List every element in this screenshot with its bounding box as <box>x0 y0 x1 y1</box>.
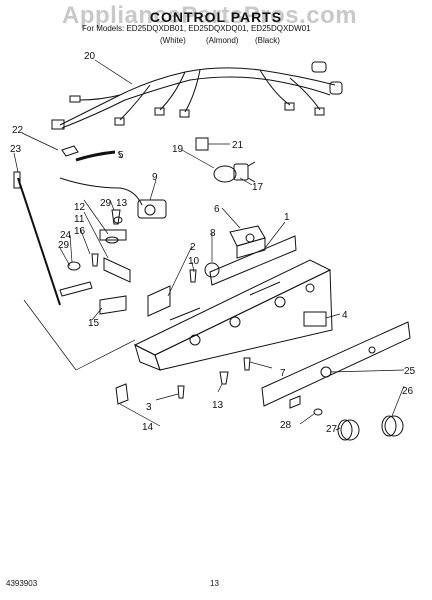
callout-1: 1 <box>284 212 290 223</box>
control-box <box>229 225 266 259</box>
switch-part-4 <box>303 311 327 327</box>
callout-25: 25 <box>404 366 416 377</box>
color-white: (White) <box>160 36 186 45</box>
callout-20: 20 <box>84 51 96 62</box>
leader-lines <box>13 59 405 431</box>
screw-part-13 <box>113 216 123 224</box>
callout-4: 4 <box>342 310 348 321</box>
callout-27: 27 <box>326 424 338 435</box>
callout-8: 8 <box>210 228 216 239</box>
knobs <box>313 408 404 441</box>
clip-part-14 <box>115 383 129 405</box>
callout-7: 7 <box>280 368 286 379</box>
callout-14: 14 <box>142 422 154 433</box>
damper-linkage <box>59 229 131 315</box>
callout-13-lower: 13 <box>212 400 224 411</box>
tube-part-5 <box>75 150 116 162</box>
callout-28: 28 <box>280 420 292 431</box>
light-bulb <box>213 161 256 183</box>
callout-12: 12 <box>74 202 86 213</box>
callout-19: 19 <box>172 144 184 155</box>
wiring-harness <box>51 61 343 130</box>
callout-5: 5 <box>118 150 124 161</box>
page-number: 13 <box>210 579 219 588</box>
callout-24: 24 <box>60 230 72 241</box>
front-panel <box>261 321 411 409</box>
grommet-part-8 <box>204 262 220 278</box>
rod-end <box>13 171 21 189</box>
callout-10: 10 <box>188 256 200 267</box>
callout-15: 15 <box>88 318 100 329</box>
callout-13-upper: 13 <box>116 198 128 209</box>
doc-number: 4393903 <box>6 579 38 588</box>
control-housing <box>133 235 333 371</box>
diagram-title: CONTROL PARTS <box>149 9 283 25</box>
clip-part-22 <box>61 145 79 157</box>
bracket-part-2 <box>147 285 171 317</box>
color-almond: (Almond) <box>206 36 239 45</box>
callout-21: 21 <box>232 140 244 151</box>
callout-29-lower: 29 <box>58 240 70 251</box>
thermostat <box>59 177 167 219</box>
callout-3: 3 <box>146 402 152 413</box>
callout-17: 17 <box>252 182 264 193</box>
watermark: AppliancePartsPros.com <box>62 2 358 29</box>
color-black: (Black) <box>255 36 280 45</box>
callout-22: 22 <box>12 125 24 136</box>
callout-29-upper: 29 <box>100 198 112 209</box>
callout-6: 6 <box>214 204 220 215</box>
callout-11: 11 <box>74 214 85 225</box>
rod-part-23 <box>17 177 61 306</box>
callout-9: 9 <box>152 172 158 183</box>
callout-labels: 20 22 23 21 19 17 5 9 6 1 29 13 12 11 16… <box>10 51 416 435</box>
connector-part-21 <box>195 137 209 151</box>
callout-2: 2 <box>190 242 196 253</box>
callout-23: 23 <box>10 144 22 155</box>
callout-16: 16 <box>74 226 86 237</box>
callout-26: 26 <box>402 386 414 397</box>
model-list: For Models: ED25DQXDB01, ED25DQXDQ01, ED… <box>82 24 311 33</box>
